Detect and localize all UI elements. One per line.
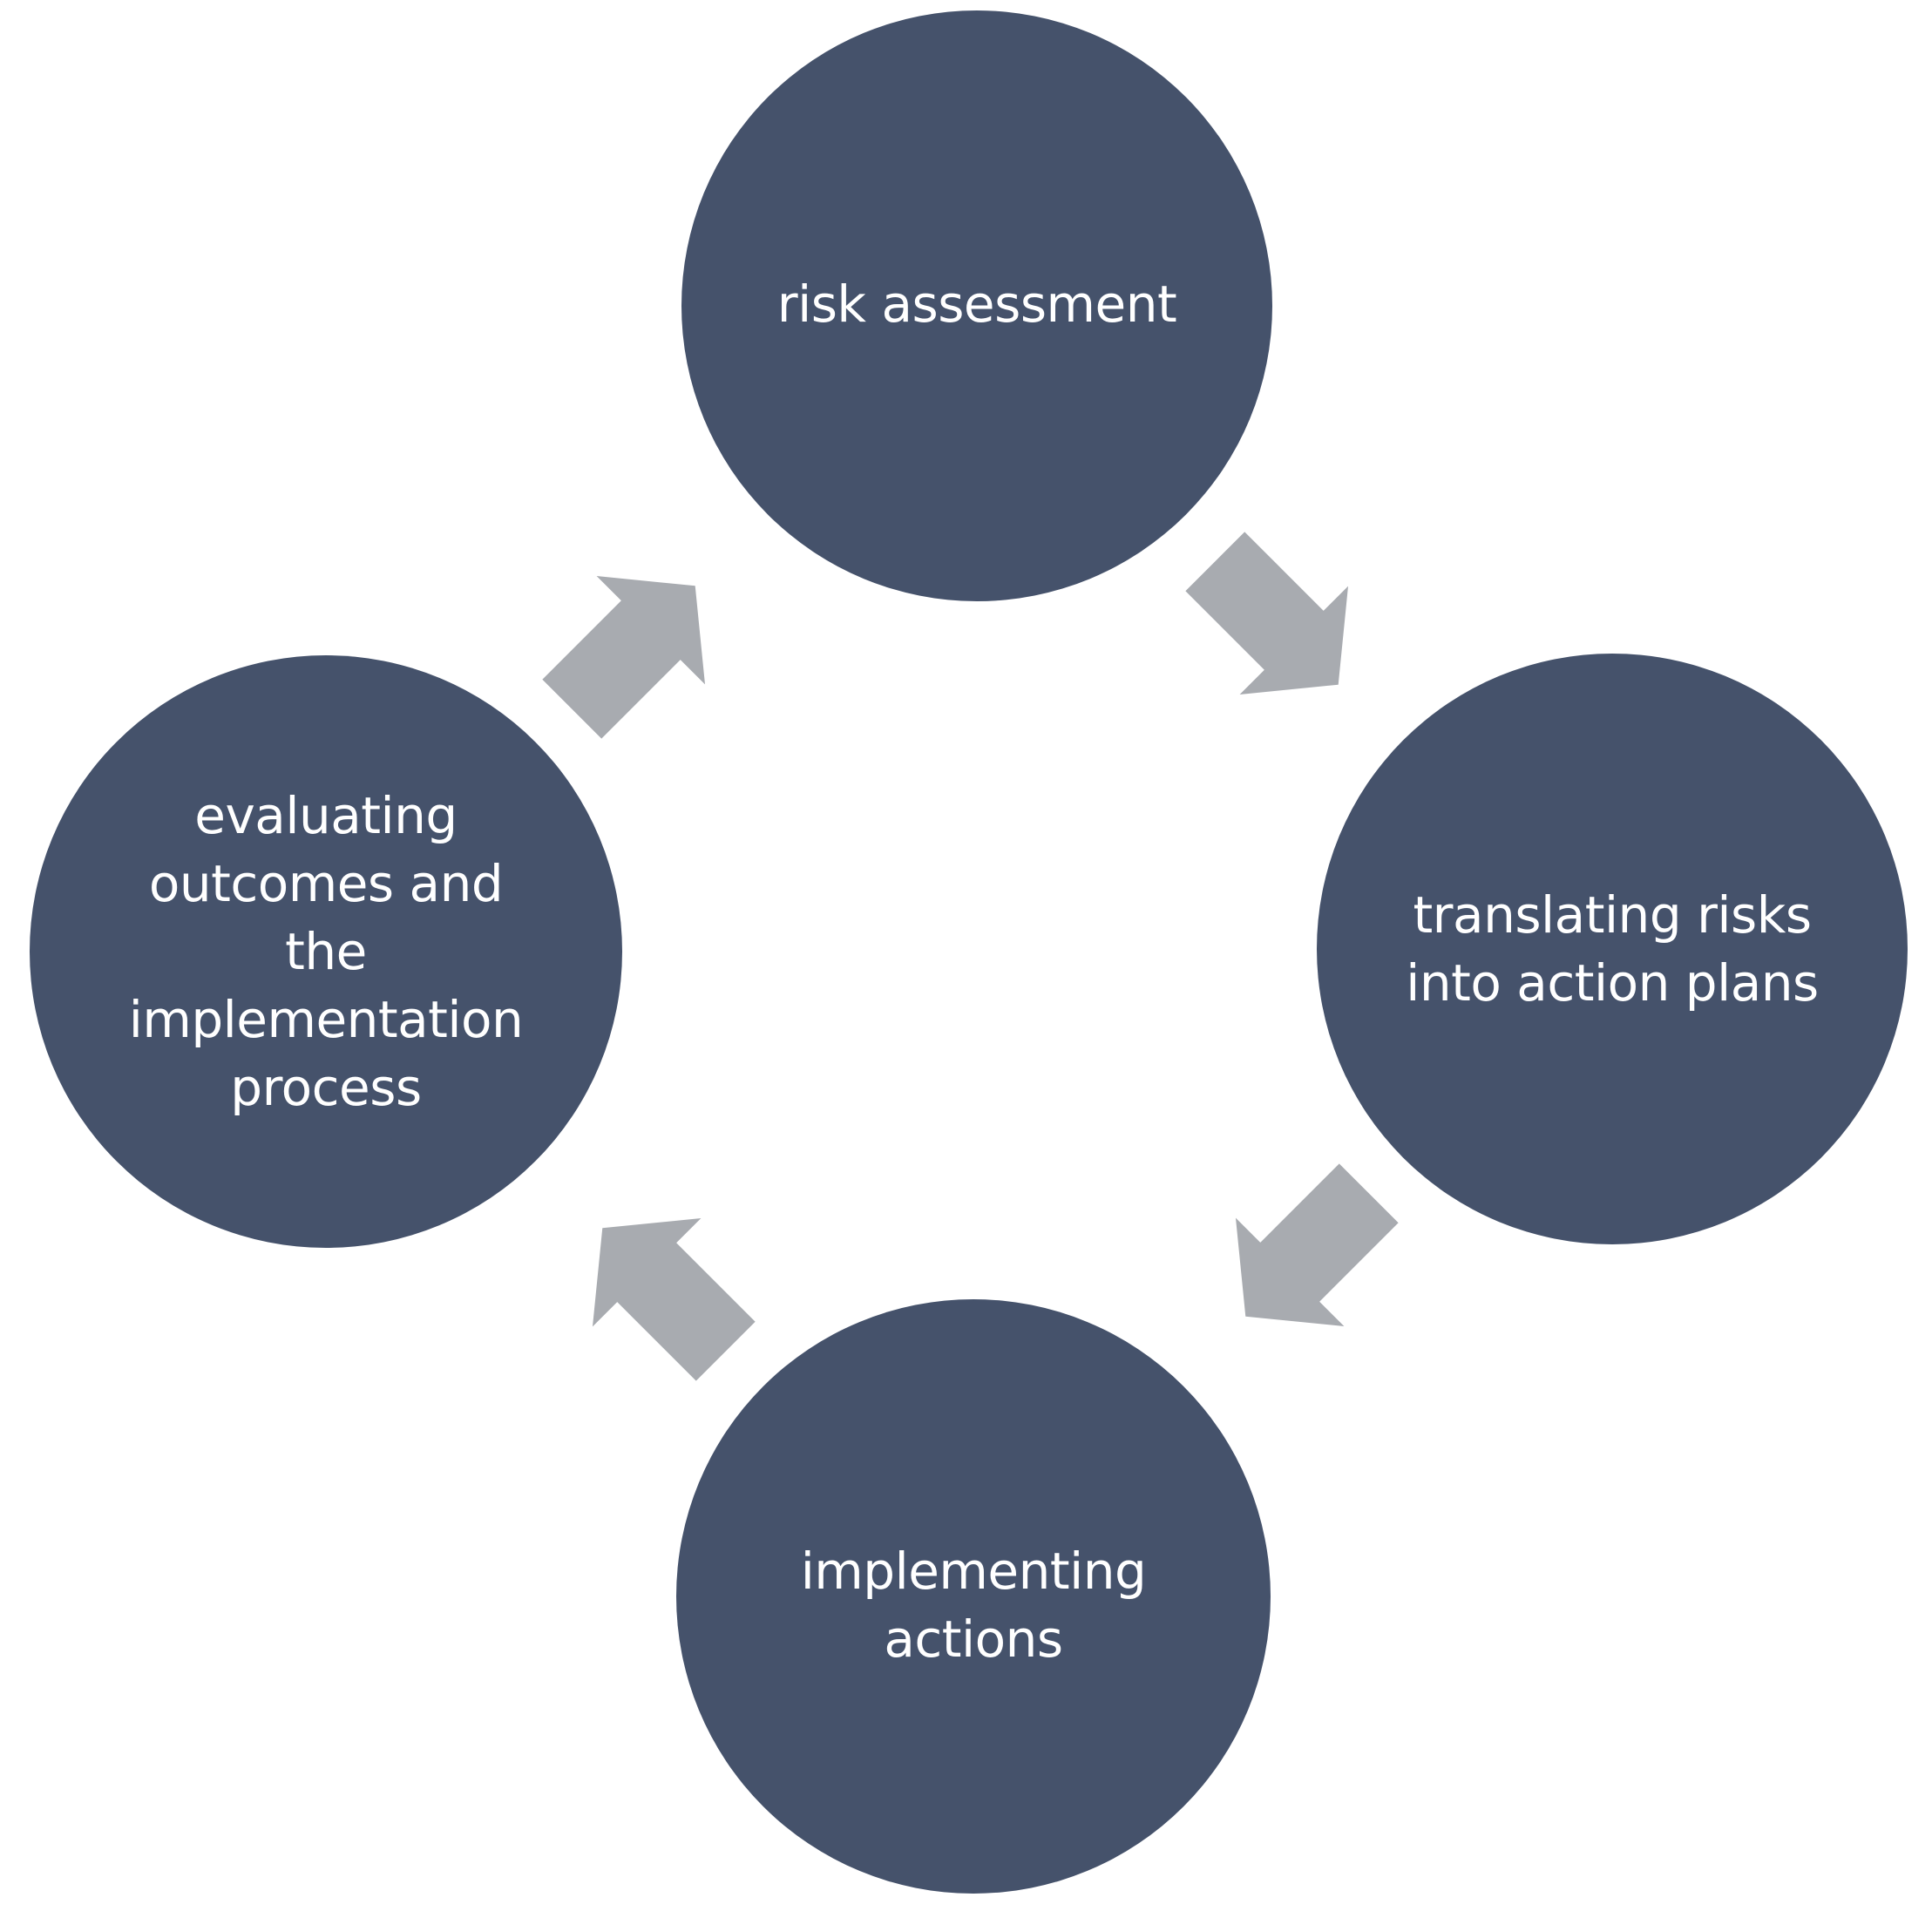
node-evaluating-outcomes: evaluating outcomes and the implementati… [30, 655, 622, 1248]
node-label: implementing actions [800, 1542, 1147, 1669]
node-implementing-actions: implementing actions [676, 1299, 1271, 1894]
arrow-shape [1185, 532, 1349, 695]
arrow-translating-to-implementing [1235, 1163, 1399, 1327]
arrow-implementing-to-evaluating [592, 1217, 756, 1381]
arrow-shape [1235, 1163, 1399, 1327]
arrow-shape [542, 575, 706, 739]
arrow-evaluating-to-risk [542, 575, 706, 739]
arrow-risk-to-translating [1185, 532, 1349, 695]
arrow-shape [592, 1217, 756, 1381]
node-label: translating risks into action plans [1406, 885, 1819, 1013]
node-label: evaluating outcomes and the implementati… [128, 786, 524, 1117]
node-label: risk assessment [776, 274, 1177, 334]
node-translating-risks: translating risks into action plans [1317, 654, 1908, 1244]
node-risk-assessment: risk assessment [681, 10, 1272, 601]
